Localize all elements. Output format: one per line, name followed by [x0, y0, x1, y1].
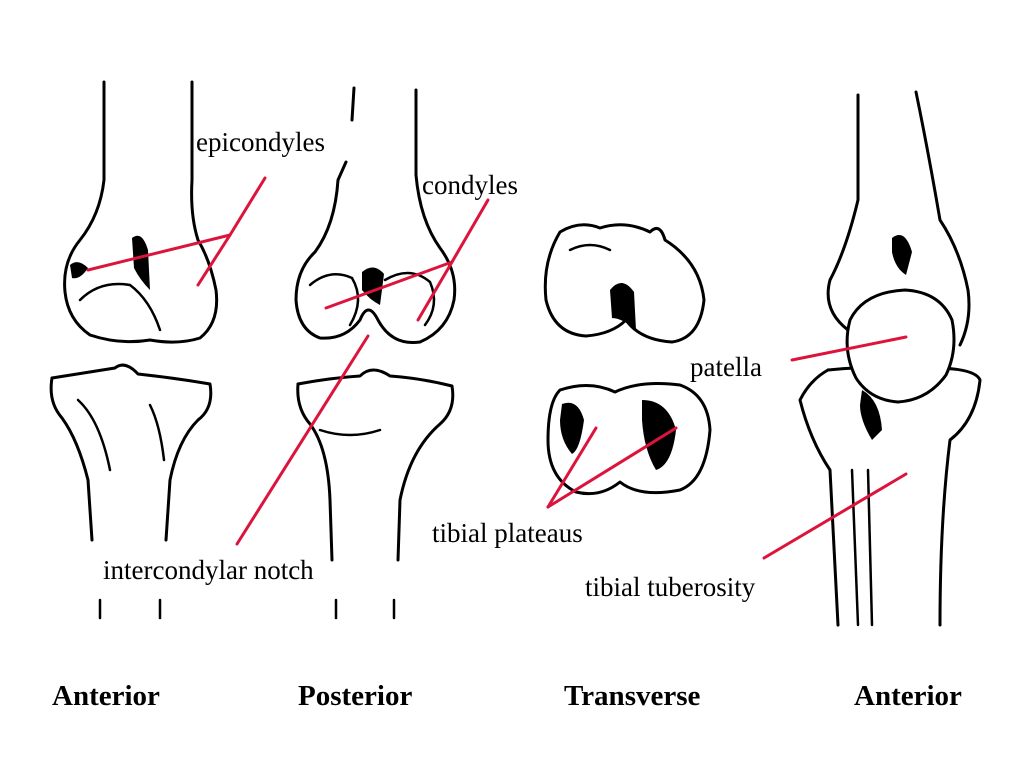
transverse-femur-drawing — [543, 223, 706, 344]
condyles-leader-stem — [450, 198, 490, 264]
view-label-anterior-right: Anterior — [854, 680, 962, 712]
intercondylar-notch-leader — [235, 334, 370, 546]
condyles-leader-branch-left — [324, 260, 454, 310]
label-patella: patella — [690, 352, 762, 382]
label-epicondyles: epicondyles — [196, 127, 325, 157]
leader-lines — [86, 176, 908, 560]
transverse-tibia-drawing — [546, 382, 712, 496]
epicondyles-leader-stem — [228, 176, 267, 237]
label-tibial-plateaus: tibial plateaus — [432, 518, 583, 548]
anterior-femur-drawing — [63, 80, 219, 344]
condyles-leader-branch-right — [416, 260, 454, 322]
view-label-posterior: Posterior — [298, 680, 413, 712]
epicondyles-leader-branch-right — [196, 233, 232, 287]
anterior-tibia-drawing — [49, 363, 213, 620]
posterior-femur-drawing — [294, 86, 457, 345]
label-condyles: condyles — [422, 170, 518, 200]
knee-anterior-drawing — [798, 90, 982, 627]
tibial-tuberosity-leader — [762, 472, 908, 560]
label-intercondylar-notch: intercondylar notch — [103, 555, 314, 585]
view-label-anterior-left: Anterior — [52, 680, 160, 712]
posterior-tibia-drawing — [296, 368, 455, 620]
tibial-plateaus-leader-right — [546, 426, 678, 509]
patella-leader — [790, 335, 908, 362]
label-tibial-tuberosity: tibial tuberosity — [585, 572, 756, 602]
view-label-transverse: Transverse — [564, 680, 701, 712]
epicondyles-leader-branch-left — [86, 233, 232, 272]
tibial-plateaus-leader-left — [546, 426, 598, 509]
